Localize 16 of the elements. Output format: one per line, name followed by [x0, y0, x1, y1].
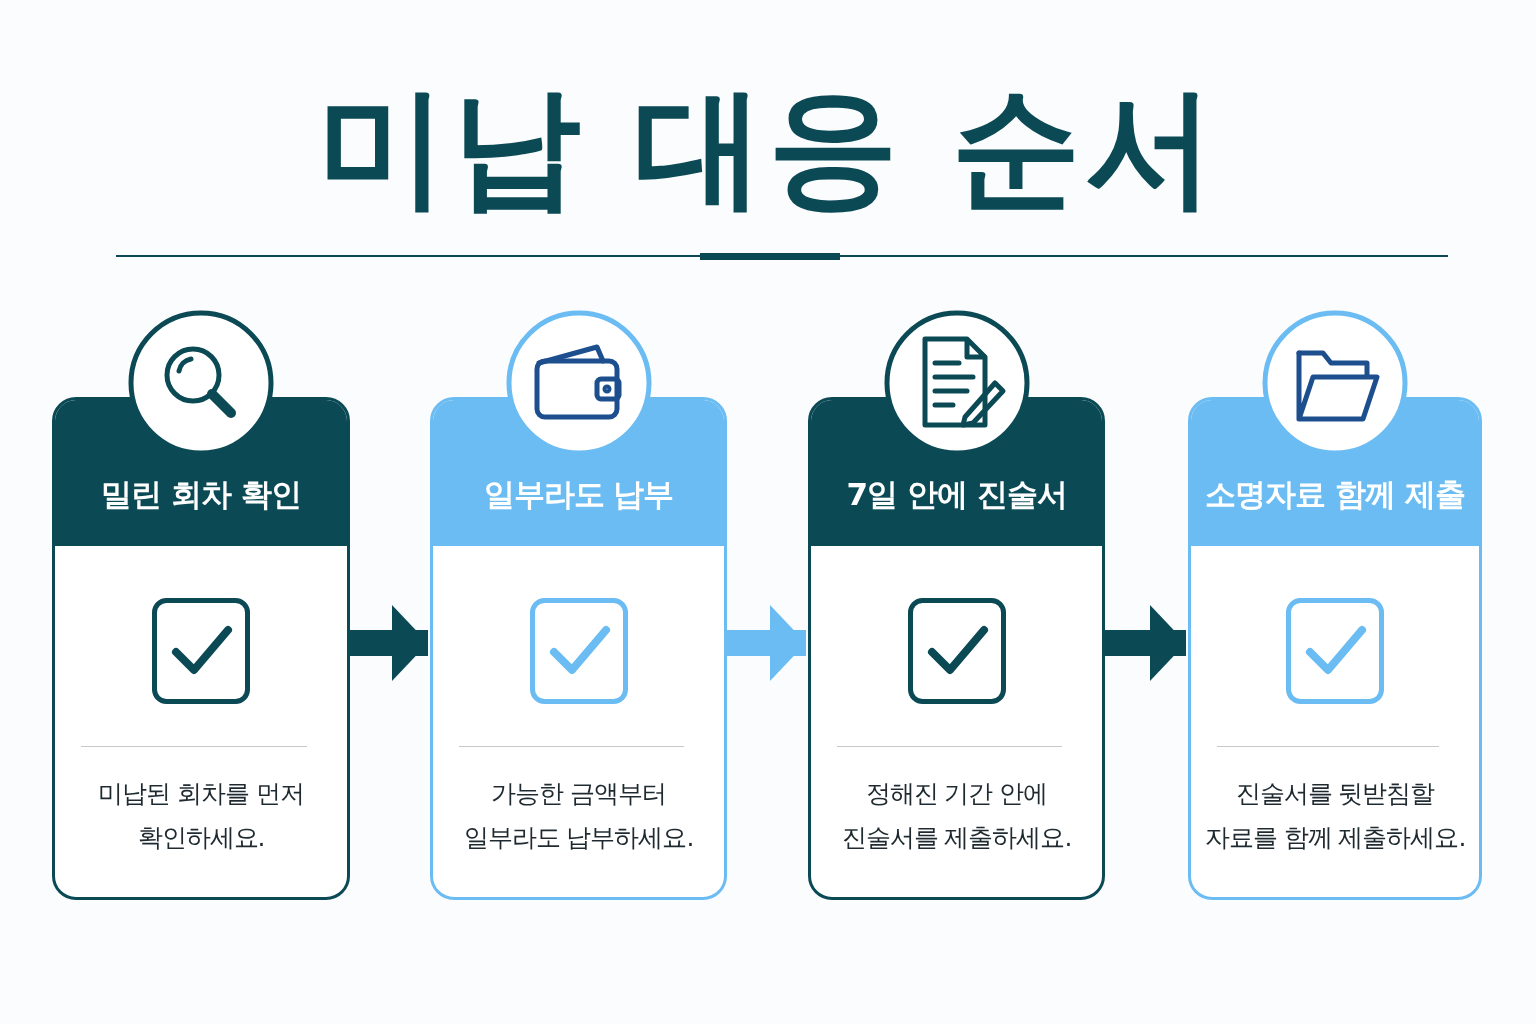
- step-description: 진술서를 뒷받침할 자료를 함께 제출하세요.: [1203, 778, 1467, 854]
- arrow: [350, 605, 428, 681]
- step-title: 소명자료 함께 제출: [1204, 475, 1466, 514]
- step-title: 밀린 회차 확인: [100, 475, 302, 514]
- step-card: [808, 397, 1105, 900]
- step-title: 일부라도 납부: [482, 475, 675, 514]
- step-card: [52, 397, 350, 900]
- step-description: 정해진 기간 안에 진술서를 제출하세요.: [840, 778, 1073, 854]
- step-card: [430, 397, 727, 900]
- step-card: [1188, 397, 1482, 900]
- arrow: [727, 605, 806, 681]
- title: 미납 대응 순서: [315, 70, 1221, 225]
- step-title: 7일 안에 진술서: [845, 475, 1068, 514]
- step-description: 가능한 금액부터 일부라도 납부하세요.: [462, 778, 695, 854]
- arrow: [1105, 605, 1186, 681]
- step-description: 미납된 회차를 먼저 확인하세요.: [97, 778, 305, 854]
